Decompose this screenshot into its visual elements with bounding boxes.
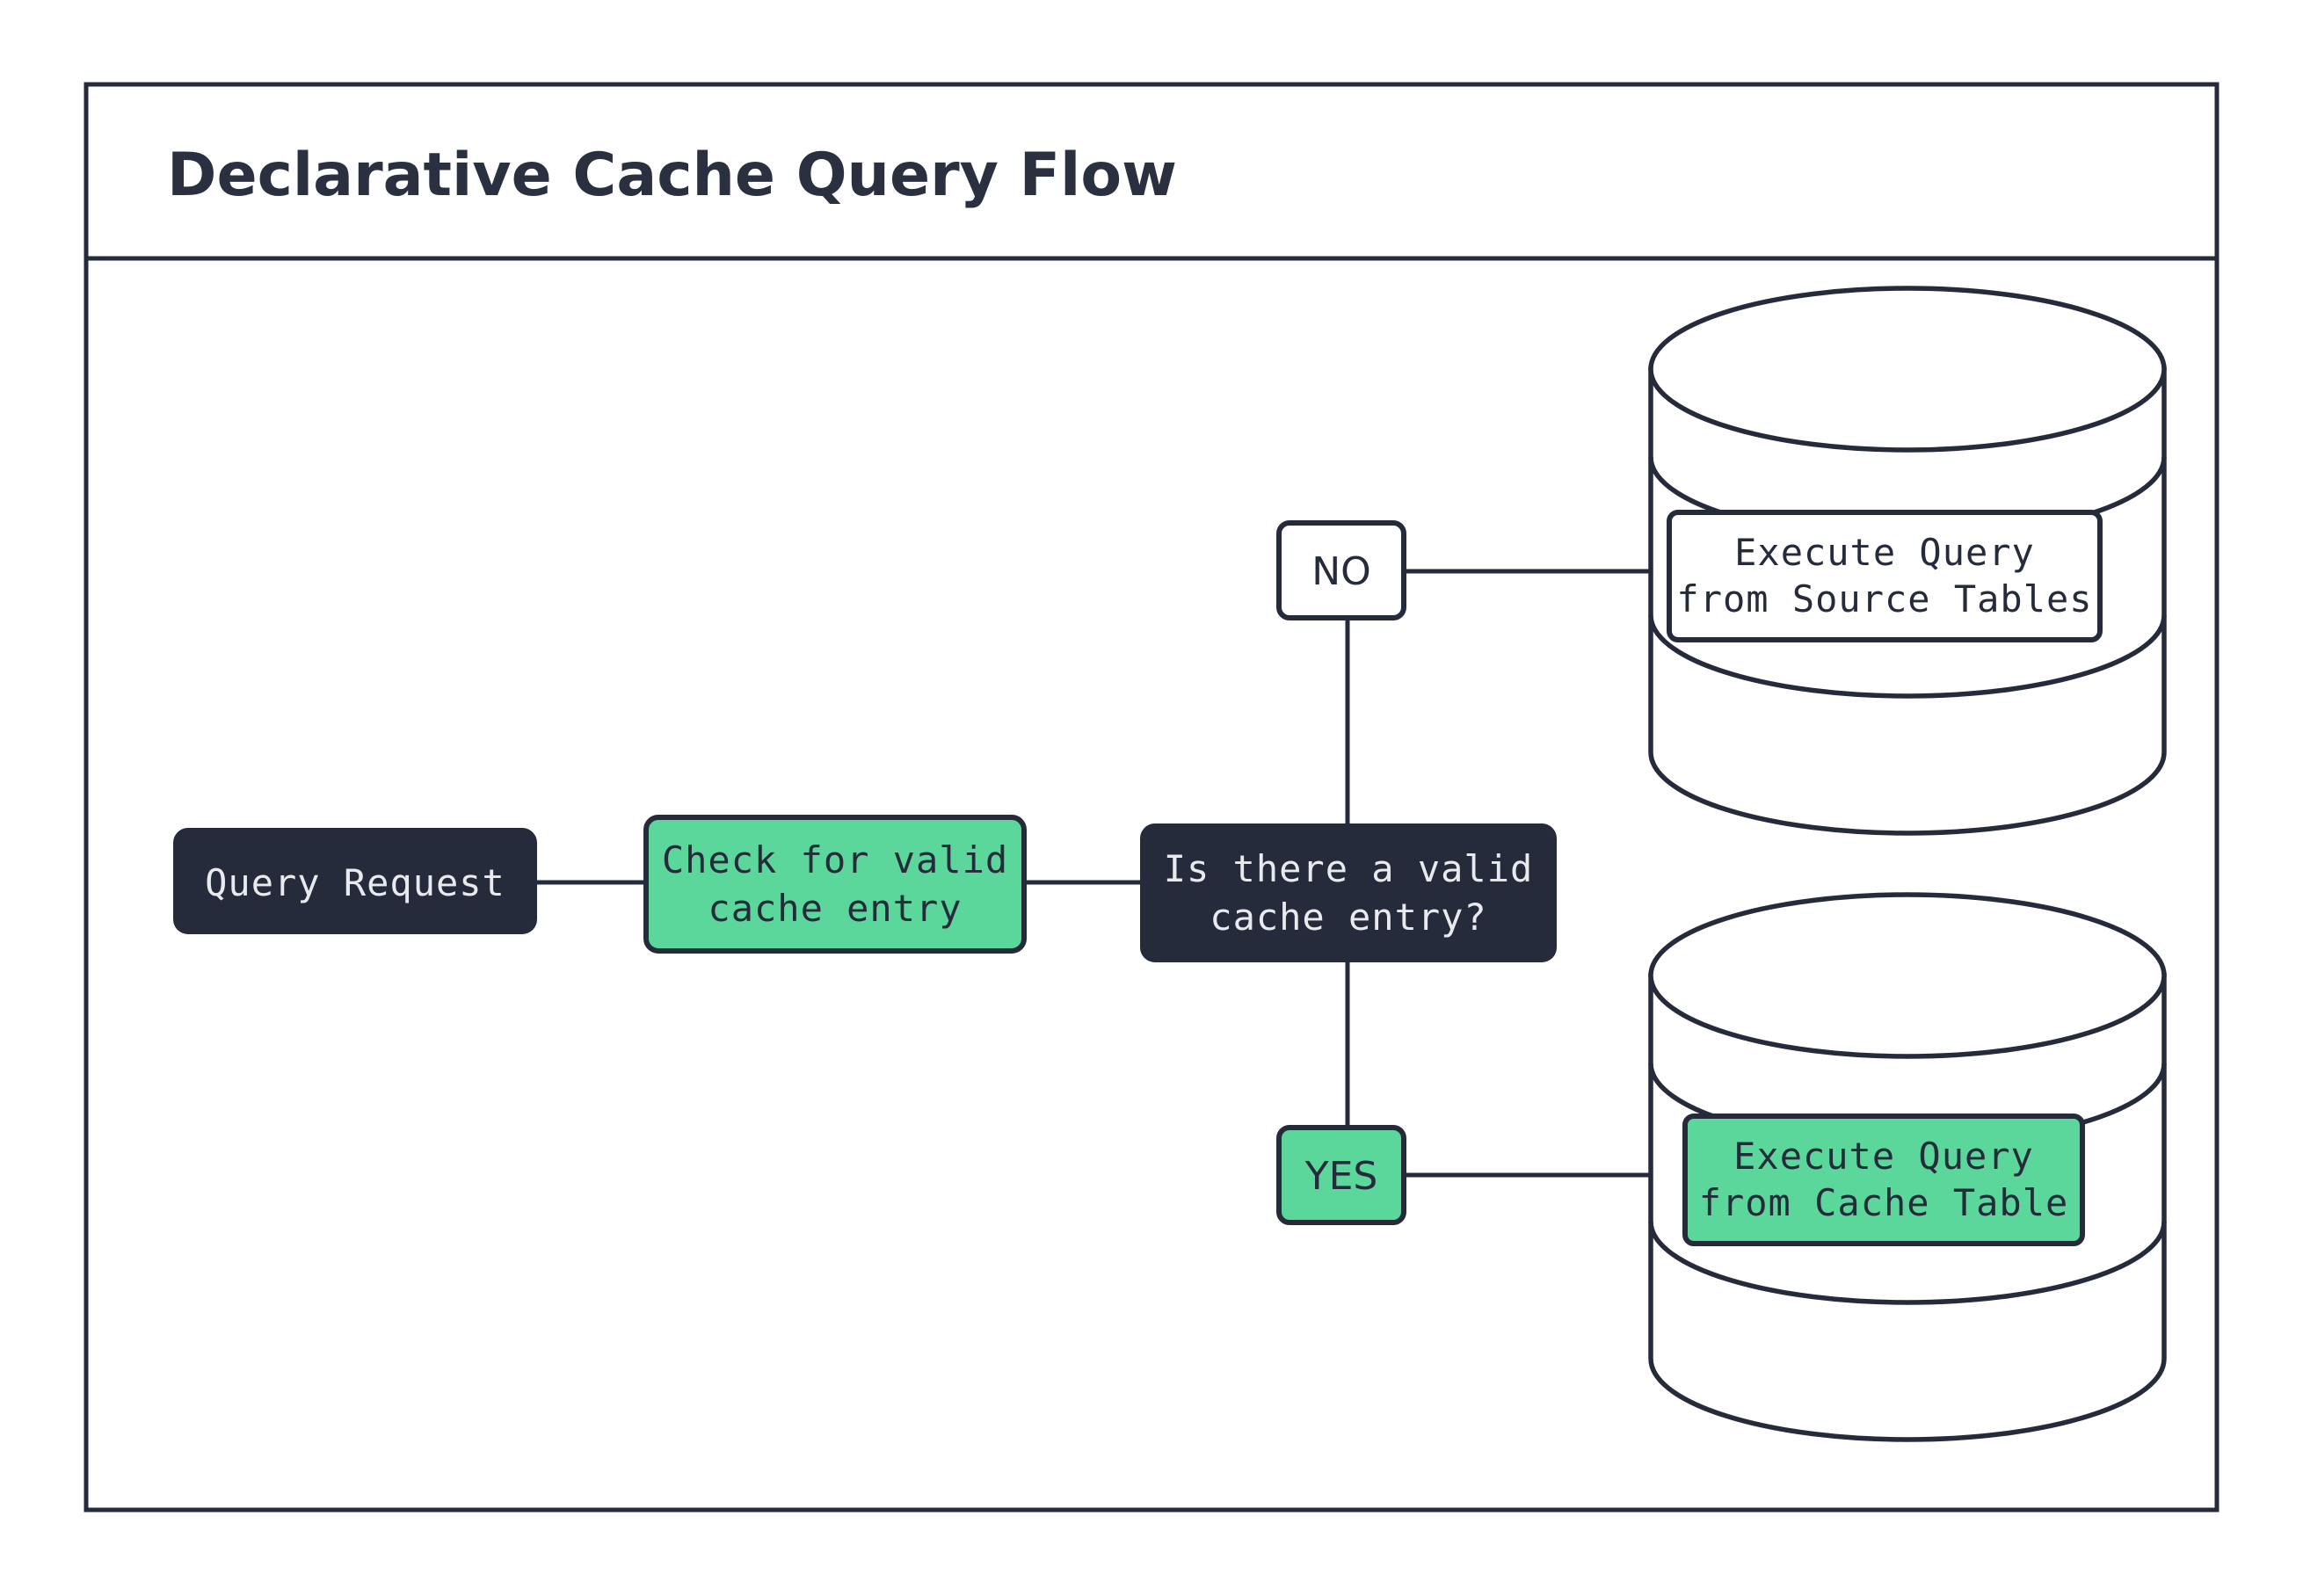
branch-label-yes-text: YES (1304, 1154, 1378, 1199)
branch-label-no-text: NO (1311, 549, 1371, 594)
database-cylinder-cache-table (1648, 892, 2167, 1442)
node-check-cache-label-line2: cache entry (708, 887, 962, 930)
node-source-tables-label-line2: from Source Tables (1676, 577, 2092, 620)
page-title: Declarative Cache Query Flow (167, 141, 1177, 210)
node-decision-label-line1: Is there a valid (1164, 847, 1534, 890)
node-source-tables[interactable]: Execute Query from Source Tables (1667, 510, 2103, 642)
node-source-tables-label-line1: Execute Query (1734, 531, 2035, 574)
node-query-request[interactable]: Query Request (173, 828, 537, 934)
node-cache-table-label-line1: Execute Query (1733, 1135, 2034, 1178)
node-check-cache-label-line1: Check for valid (662, 838, 1008, 881)
branch-label-yes[interactable]: YES (1276, 1125, 1406, 1225)
branch-label-no[interactable]: NO (1276, 520, 1406, 620)
node-cache-table-label-line2: from Cache Table (1699, 1181, 2069, 1224)
node-query-request-label: Query Request (205, 861, 505, 904)
node-check-cache-entry[interactable]: Check for valid cache entry (643, 815, 1027, 954)
node-decision-valid-cache-entry[interactable]: Is there a valid cache entry? (1140, 823, 1557, 962)
node-decision-label-line2: cache entry? (1210, 896, 1486, 939)
node-cache-table[interactable]: Execute Query from Cache Table (1682, 1114, 2085, 1246)
